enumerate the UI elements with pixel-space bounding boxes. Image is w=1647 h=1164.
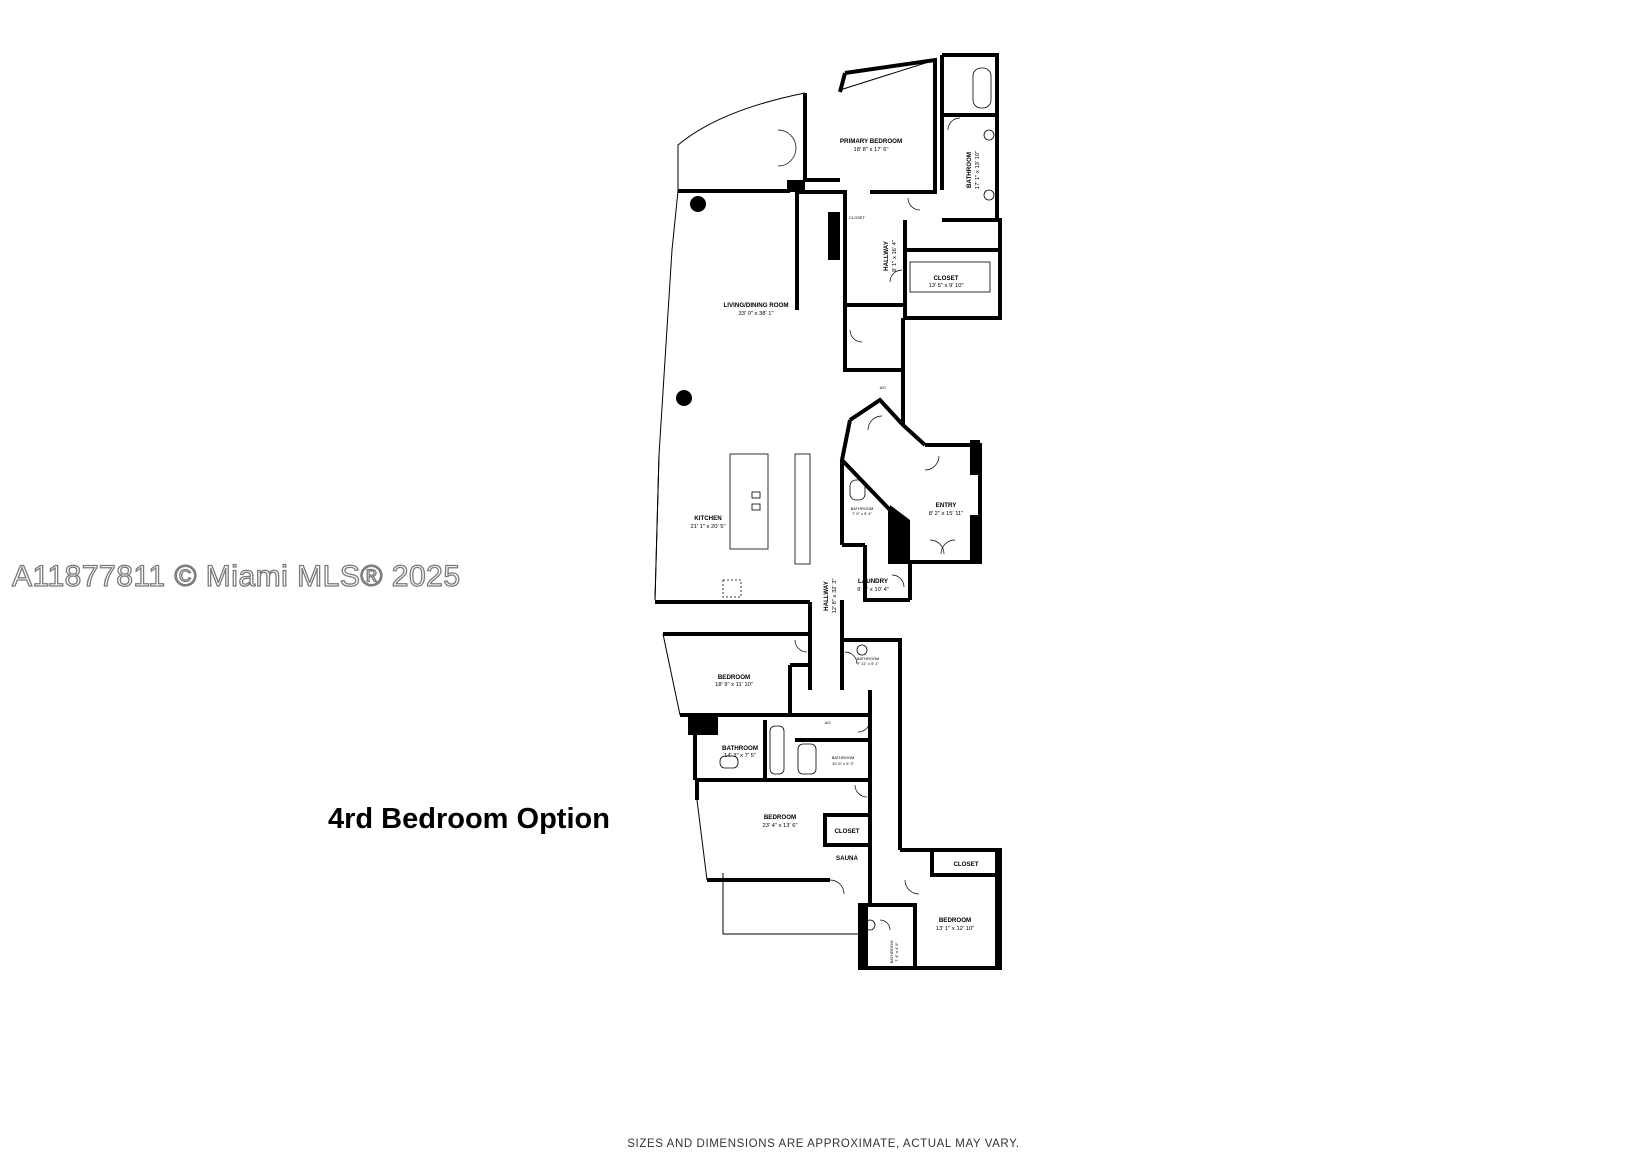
kitchen-dims: 21' 1" x 20' 5" bbox=[690, 524, 725, 530]
bathroom-4-name: BATHROOM bbox=[889, 941, 894, 964]
bedroom-3-dims: 23' 4" x 13' 6" bbox=[762, 823, 797, 829]
bedroom-2-dims: 18' 9" x 11' 10" bbox=[715, 682, 753, 688]
upper-hallway-name: HALLWAY bbox=[883, 240, 890, 271]
upper-ac-name: A/C bbox=[880, 385, 887, 390]
bedroom-2-name: BEDROOM bbox=[718, 674, 750, 681]
bedroom-3-closet-name: CLOSET bbox=[834, 828, 859, 835]
living-dining-dims: 33' 0" x 38' 1" bbox=[738, 311, 773, 317]
walls bbox=[655, 53, 1002, 970]
disclaimer-text: SIZES AND DIMENSIONS ARE APPROXIMATE, AC… bbox=[627, 1138, 1020, 1150]
columns bbox=[676, 196, 706, 406]
powder-bathroom-name: BATHROOM bbox=[851, 506, 874, 511]
kitchen-name: KITCHEN bbox=[694, 515, 722, 522]
sauna-name: SAUNA bbox=[836, 855, 859, 862]
lower-hallway-name: HALLWAY bbox=[823, 580, 830, 611]
laundry-name: LAUNDRY bbox=[858, 578, 889, 585]
wall-blocks bbox=[688, 180, 1000, 968]
powder-bathroom-dims: 7' 0" x 5' 4" bbox=[852, 511, 872, 516]
primary-bedroom-dims: 18' 8" x 17' 6" bbox=[853, 147, 888, 153]
primary-bedroom-name: PRIMARY BEDROOM bbox=[840, 138, 902, 145]
bedroom-4-name: BEDROOM bbox=[939, 917, 971, 924]
entry-dims: 8' 2" x 15' 11" bbox=[929, 511, 964, 517]
plan-caption: 4rd Bedroom Option bbox=[328, 803, 610, 835]
laundry-dims: 9' 7" x 10' 4" bbox=[857, 587, 889, 593]
doors bbox=[777, 117, 961, 931]
walk-in-closet-name: CLOSET bbox=[933, 275, 958, 282]
bathroom-4-dims: 7' 4" x 4' 9" bbox=[894, 942, 899, 962]
bedroom-4-closet-name: CLOSET bbox=[953, 861, 978, 868]
hall-bathroom-dims: 7' 11" x 5' 1" bbox=[857, 661, 879, 666]
bathroom-3-dims: 10' 6" x 5' 3" bbox=[832, 761, 855, 766]
bedroom-3-name: BEDROOM bbox=[764, 814, 796, 821]
lower-ac-name: A/C bbox=[825, 720, 832, 725]
upper-hallway-dims: 8' 1" x 16' 4" bbox=[892, 240, 898, 272]
bedroom-4-dims: 13' 1" x 12' 10" bbox=[936, 926, 974, 932]
hall-bathroom-name: BATHROOM bbox=[857, 656, 880, 661]
walk-in-closet-dims: 13' 5" x 9' 10" bbox=[928, 283, 963, 289]
entry-name: ENTRY bbox=[936, 502, 958, 509]
lower-hallway-dims: 12' 8" x 32' 3" bbox=[832, 578, 838, 613]
bathroom-3-name: BATHROOM bbox=[832, 755, 855, 760]
bathroom-2-dims: 14' 3" x 7' 5" bbox=[724, 753, 756, 759]
room-labels: PRIMARY BEDROOM 18' 8" x 17' 6" BATHROOM… bbox=[690, 138, 981, 963]
fixtures bbox=[719, 67, 995, 931]
bathroom-2-name: BATHROOM bbox=[722, 745, 758, 752]
mls-watermark: A11877811 © Miami MLS® 2025 bbox=[11, 559, 461, 593]
outline-thin bbox=[654, 59, 936, 935]
small-closet-name: CLOSET bbox=[849, 215, 866, 220]
primary-bathroom-name: BATHROOM bbox=[966, 152, 973, 188]
primary-bathroom-dims: 17' 1" x 13' 10" bbox=[975, 151, 981, 189]
living-dining-name: LIVING/DINING ROOM bbox=[724, 302, 789, 309]
